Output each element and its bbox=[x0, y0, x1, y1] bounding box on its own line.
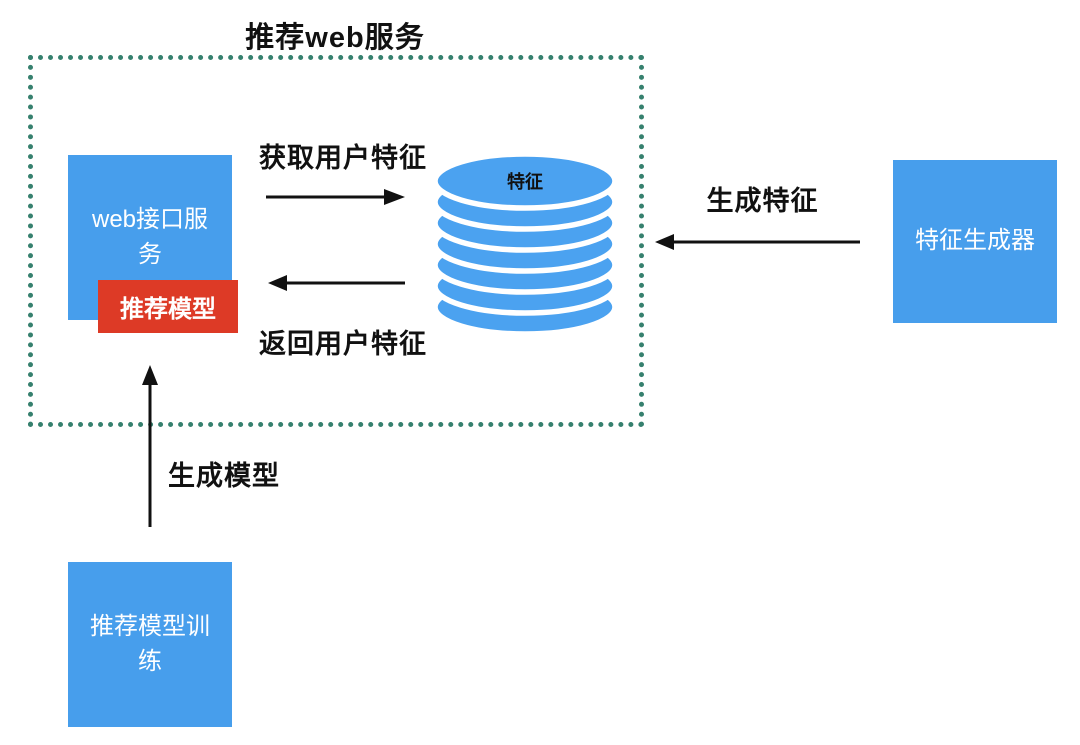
generate-model-label: 生成模型 bbox=[168, 461, 280, 491]
web-service-boundary bbox=[28, 55, 644, 427]
generate-features-label: 生成特征 bbox=[706, 186, 819, 216]
node-model-training: 推荐模型训练 bbox=[68, 562, 232, 727]
node-recommend-model-label: 推荐模型 bbox=[120, 296, 216, 323]
node-model-training-label: 推荐模型训练 bbox=[90, 612, 210, 675]
node-web-api-service-label: web接口服务 bbox=[91, 205, 209, 268]
diagram-title: 推荐web服务 bbox=[245, 22, 425, 54]
node-feature-store-label: 特征 bbox=[507, 171, 543, 192]
node-feature-generator-label: 特征生成器 bbox=[915, 227, 1035, 255]
generate-features-arrow bbox=[655, 234, 860, 250]
return-user-features-label: 返回用户特征 bbox=[259, 329, 427, 359]
return-user-features-arrow bbox=[268, 275, 405, 291]
get-user-features-label: 获取用户特征 bbox=[259, 143, 427, 173]
generate-model-arrow bbox=[142, 365, 158, 527]
database-cylinder-icon: 特征 bbox=[432, 151, 618, 337]
node-recommend-model: 推荐模型 bbox=[98, 280, 238, 333]
node-feature-generator: 特征生成器 bbox=[893, 160, 1057, 323]
get-user-features-arrow bbox=[266, 189, 405, 205]
